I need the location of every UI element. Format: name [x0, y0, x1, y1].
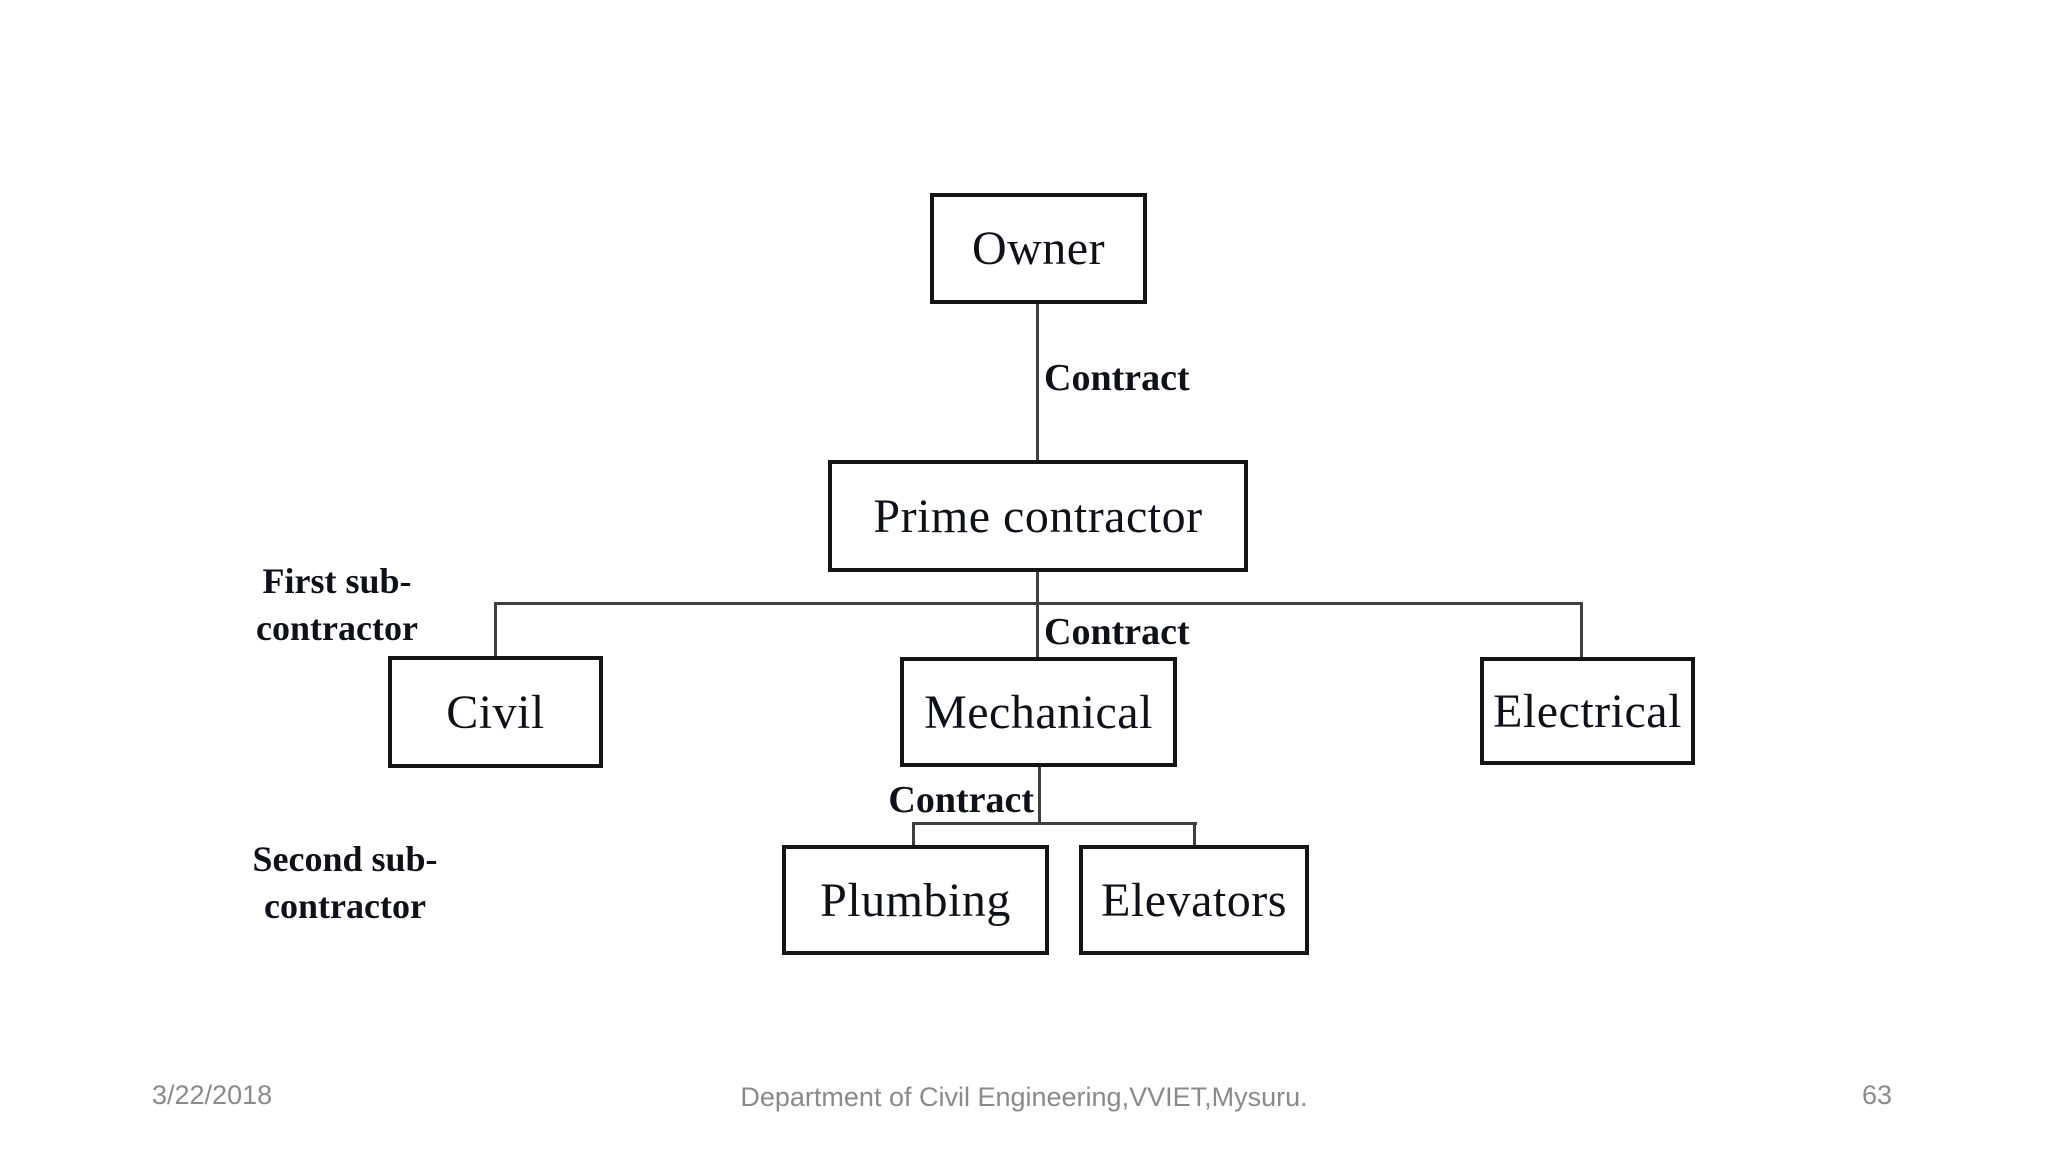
- tier-label-second-line1: Second sub-: [252, 839, 438, 879]
- tier-label-second-line2: contractor: [264, 886, 426, 926]
- node-elevators: Elevators: [1079, 845, 1309, 955]
- edge-label-contract-tier2: Contract: [888, 779, 1034, 821]
- connector-drop-civil: [494, 602, 497, 658]
- node-electrical: Electrical: [1480, 657, 1695, 765]
- footer-department: Department of Civil Engineering,VVIET,My…: [740, 1082, 1308, 1112]
- connector-drop-electrical: [1580, 602, 1583, 659]
- tier-label-second-subcontractor: Second sub- contractor: [240, 836, 450, 930]
- connector-drop-elevators: [1193, 822, 1196, 847]
- tier-label-first-subcontractor: First sub- contractor: [232, 558, 442, 652]
- node-prime-contractor: Prime contractor: [828, 460, 1248, 572]
- edge-label-contract-tier1: Contract: [1044, 611, 1190, 653]
- node-mechanical: Mechanical: [900, 657, 1177, 767]
- footer-date: 3/22/2018: [152, 1080, 273, 1110]
- footer-page-number: 63: [1862, 1080, 1893, 1110]
- edge-label-contract-owner-prime: Contract: [1044, 357, 1190, 399]
- connector-drop-plumbing: [912, 822, 915, 847]
- connector-tier2-horizontal: [912, 822, 1197, 825]
- tier-label-first-line2: contractor: [256, 608, 418, 648]
- node-civil: Civil: [388, 656, 603, 768]
- node-plumbing: Plumbing: [782, 845, 1049, 955]
- connector-tier1-horizontal: [494, 602, 1583, 605]
- connector-owner-prime: [1036, 304, 1039, 462]
- connector-prime-mechanical: [1036, 572, 1039, 660]
- connector-mechanical-tier2: [1038, 767, 1041, 824]
- tier-label-first-line1: First sub-: [262, 561, 412, 601]
- node-owner: Owner: [930, 193, 1147, 304]
